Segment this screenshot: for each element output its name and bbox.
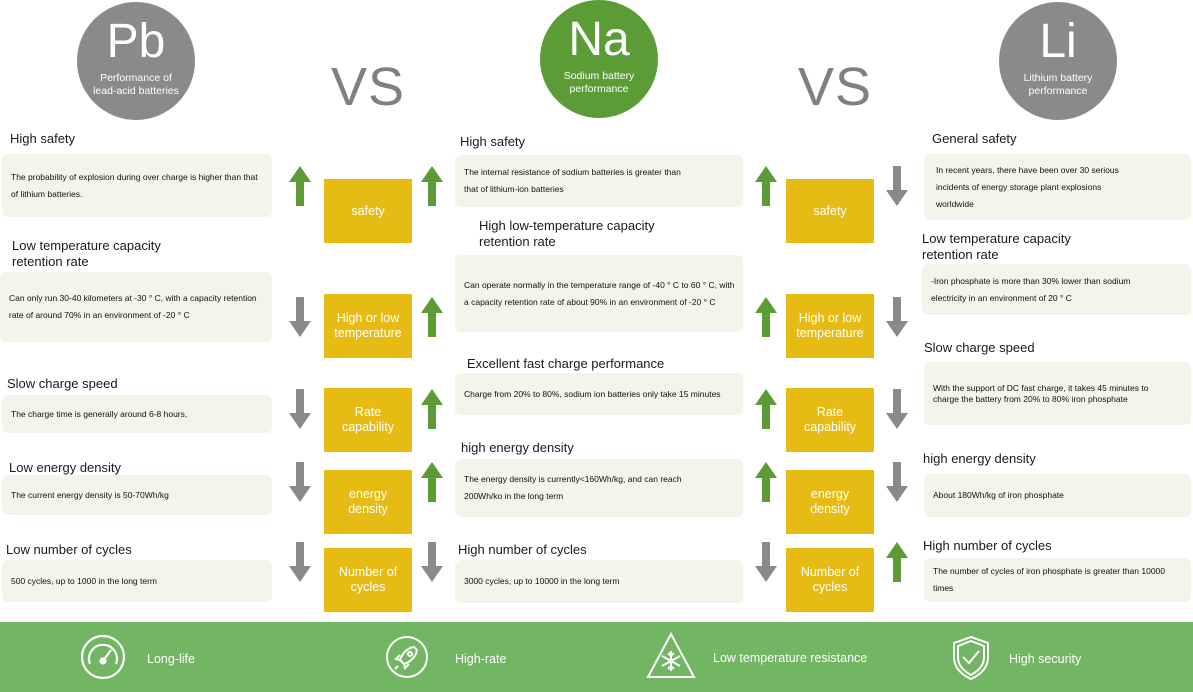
- na-text-safety: The internal resistance of sodium batter…: [455, 155, 743, 207]
- vs-label-right: VS: [798, 57, 873, 117]
- arrow-up-icon: [421, 297, 443, 337]
- category-density-left: energy density: [324, 470, 412, 534]
- arrow-up-icon: [886, 542, 908, 582]
- li-badge: Li Lithium battery performance: [999, 2, 1117, 120]
- li-symbol: Li: [1039, 15, 1077, 68]
- arrow-down-icon: [289, 542, 311, 582]
- feature-long-life: Long-life: [147, 652, 195, 666]
- na-text-cycles: 3000 cycles, up to 10000 in the long ter…: [455, 560, 743, 603]
- li-title-cycles: High number of cycles: [923, 538, 1052, 553]
- na-title-safety: High safety: [460, 134, 526, 149]
- li-description: Lithium battery performance: [1023, 72, 1093, 97]
- na-title-temperature: High low-temperature capacity retention …: [479, 218, 655, 249]
- li-title-density: high energy density: [923, 451, 1036, 466]
- category-cycles-left: Number of cycles: [324, 548, 412, 612]
- pb-title-cycles: Low number of cycles: [6, 542, 132, 557]
- feature-high-rate: High-rate: [455, 652, 507, 666]
- pb-title-density: Low energy density: [9, 460, 122, 475]
- pb-symbol: Pb: [106, 15, 166, 68]
- na-title-cycles: High number of cycles: [458, 542, 587, 557]
- na-text-temperature: Can operate normally in the temperature …: [455, 255, 743, 332]
- arrow-up-icon: [755, 166, 777, 206]
- li-title-rate: Slow charge speed: [924, 340, 1035, 355]
- na-badge: Na Sodium battery performance: [540, 0, 658, 118]
- arrow-down-icon: [886, 462, 908, 502]
- arrow-up-icon: [421, 166, 443, 206]
- arrow-up-icon: [421, 462, 443, 502]
- na-text-density: The energy density is currently<160Wh/kg…: [455, 459, 743, 517]
- gauge-icon: [79, 633, 127, 681]
- li-title-temperature: Low temperature capacity retention rate: [922, 231, 1071, 262]
- li-text-safety: In recent years, there have been over 30…: [924, 154, 1191, 220]
- snowflake-warning-icon: [645, 631, 697, 681]
- rocket-icon: [385, 635, 429, 679]
- shield-check-icon: [951, 635, 991, 681]
- pb-text-rate: The charge time is generally around 6-8 …: [2, 395, 272, 433]
- li-text-cycles: The number of cycles of iron phosphate i…: [924, 558, 1191, 602]
- category-rate-right: Rate capability: [786, 388, 874, 452]
- arrow-down-icon: [421, 542, 443, 582]
- pb-text-cycles: 500 cycles, up to 1000 in the long term: [2, 560, 272, 602]
- arrow-up-icon: [755, 462, 777, 502]
- na-title-rate: Excellent fast charge performance: [467, 356, 665, 371]
- na-title-density: high energy density: [461, 440, 574, 455]
- li-title-safety: General safety: [932, 131, 1017, 146]
- arrow-down-icon: [289, 297, 311, 337]
- na-symbol: Na: [568, 13, 630, 66]
- arrow-down-icon: [289, 462, 311, 502]
- arrow-down-icon: [886, 166, 908, 206]
- vs-label-left: VS: [331, 57, 406, 117]
- arrow-down-icon: [755, 542, 777, 582]
- feature-low-temp: Low temperature resistance: [713, 651, 868, 665]
- category-cycles-right: Number of cycles: [786, 548, 874, 612]
- arrow-down-icon: [886, 389, 908, 429]
- feature-footer: Long-life High-rate Low temperature resi…: [0, 622, 1193, 692]
- pb-text-temperature: Can only run 30-40 kilometers at -30 ° C…: [0, 272, 272, 342]
- pb-text-density: The current energy density is 50-70Wh/kg: [2, 475, 272, 515]
- na-text-rate: Charge from 20% to 80%, sodium ion batte…: [455, 373, 743, 415]
- feature-high-security: High security: [1009, 652, 1082, 666]
- category-rate-left: Rate capability: [324, 388, 412, 452]
- pb-title-temperature: Low temperature capacity retention rate: [12, 238, 161, 269]
- arrow-down-icon: [289, 389, 311, 429]
- na-description: Sodium battery performance: [563, 70, 635, 95]
- arrow-up-icon: [421, 389, 443, 429]
- category-safety-left: safety: [324, 179, 412, 243]
- category-safety-right: safety: [786, 179, 874, 243]
- li-text-density: About 180Wh/kg of iron phosphate: [924, 474, 1191, 517]
- category-temperature-right: High or low temperature: [786, 294, 874, 358]
- pb-title-safety: High safety: [10, 131, 76, 146]
- arrow-up-icon: [755, 297, 777, 337]
- category-temperature-left: High or low temperature: [324, 294, 412, 358]
- pb-description: Performance of lead-acid batteries: [93, 72, 179, 97]
- arrow-up-icon: [289, 166, 311, 206]
- pb-text-safety: The probability of explosion during over…: [2, 154, 272, 217]
- li-text-temperature: -Iron phosphate is more than 30% lower t…: [922, 264, 1191, 315]
- li-text-rate: With the support of DC fast charge, it t…: [924, 362, 1191, 425]
- category-density-right: energy density: [786, 470, 874, 534]
- arrow-down-icon: [886, 297, 908, 337]
- arrow-up-icon: [755, 389, 777, 429]
- pb-title-rate: Slow charge speed: [7, 376, 118, 391]
- pb-badge: Pb Performance of lead-acid batteries: [77, 2, 195, 120]
